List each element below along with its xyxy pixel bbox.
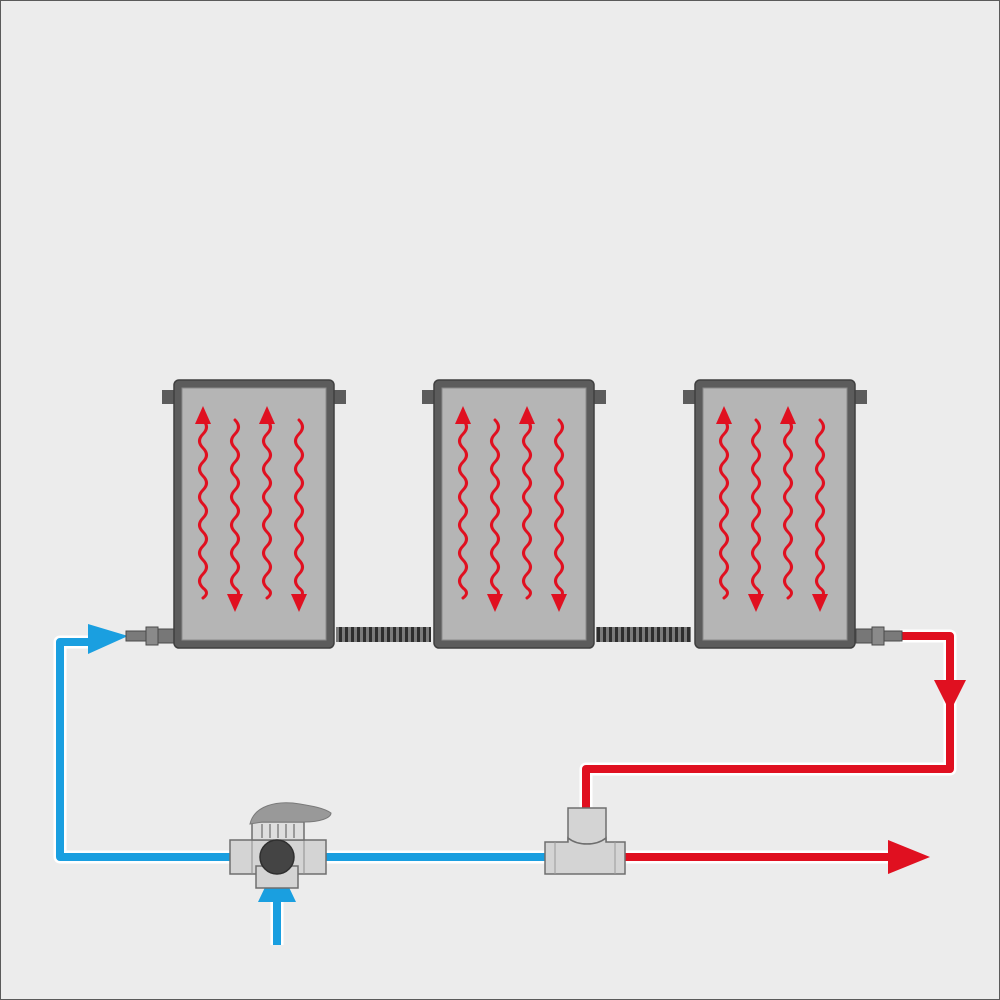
inlet-connector <box>125 626 175 646</box>
hot-outlet-flow <box>888 840 930 874</box>
radiator-1-heat-wave-4 <box>291 418 307 612</box>
radiator-1-wave-arrow-4 <box>291 594 307 612</box>
radiator-3-right-lug <box>853 390 867 404</box>
radiator-2-wave-arrow-4 <box>551 594 567 612</box>
cold-supply-pipe <box>53 635 230 864</box>
radiator-3-wave-arrow-3 <box>780 406 796 424</box>
hot-return-flow <box>934 680 966 712</box>
radiator-1-left-lug <box>162 390 176 404</box>
radiator-1-heat-wave-3 <box>259 406 275 600</box>
radiator-2-panel <box>441 387 587 641</box>
radiator-2-wave-arrow-2 <box>487 594 503 612</box>
radiator-1-wave-arrow-3 <box>259 406 275 424</box>
radiator-3-heat-wave-4 <box>812 418 828 612</box>
outlet-connector <box>855 626 903 646</box>
radiator-1-right-lug <box>332 390 346 404</box>
radiator-3-wave-arrow-2 <box>748 594 764 612</box>
radiator-2-heat-wave-4 <box>551 418 567 612</box>
radiator-1-heat-wave-1 <box>195 406 211 600</box>
radiator-3-left-lug <box>683 390 697 404</box>
radiator-2 <box>422 379 606 649</box>
radiator-3-heat-wave-3 <box>780 406 796 600</box>
radiator-3 <box>683 379 867 649</box>
valve-core <box>259 839 295 875</box>
flexible-hose-2-3 <box>596 627 691 642</box>
three-way-valve <box>229 802 332 889</box>
radiator-3-wave-arrow-1 <box>716 406 732 424</box>
cold-supply-pipe-core <box>56 638 230 861</box>
radiator-3-heat-wave-2 <box>748 418 764 612</box>
radiator-1-heat-wave-2 <box>227 418 243 612</box>
radiator-2-heat-wave-3 <box>519 406 535 600</box>
radiator-2-wave-arrow-3 <box>519 406 535 424</box>
radiator-1 <box>162 379 346 649</box>
radiator-group <box>162 379 867 649</box>
radiator-3-panel <box>702 387 848 641</box>
radiator-3-heat-wave-1 <box>716 406 732 600</box>
radiator-2-wave-arrow-1 <box>455 406 471 424</box>
cold-supply-flow <box>88 624 128 654</box>
radiator-3-wave-arrow-4 <box>812 594 828 612</box>
radiator-2-right-lug <box>592 390 606 404</box>
tee-body <box>544 836 626 875</box>
radiator-1-wave-arrow-1 <box>195 406 211 424</box>
hot-return-pipe <box>582 632 954 810</box>
flexible-hose-1-2 <box>336 627 431 642</box>
tee-fitting <box>544 807 626 875</box>
radiator-2-left-lug <box>422 390 436 404</box>
radiator-2-heat-wave-2 <box>487 418 503 612</box>
hot-return-pipe-outline <box>579 629 957 810</box>
radiator-2-heat-wave-1 <box>455 406 471 600</box>
radiator-1-panel <box>181 387 327 641</box>
tee-branch <box>567 807 607 845</box>
radiator-1-wave-arrow-2 <box>227 594 243 612</box>
valve-handle <box>249 802 332 825</box>
